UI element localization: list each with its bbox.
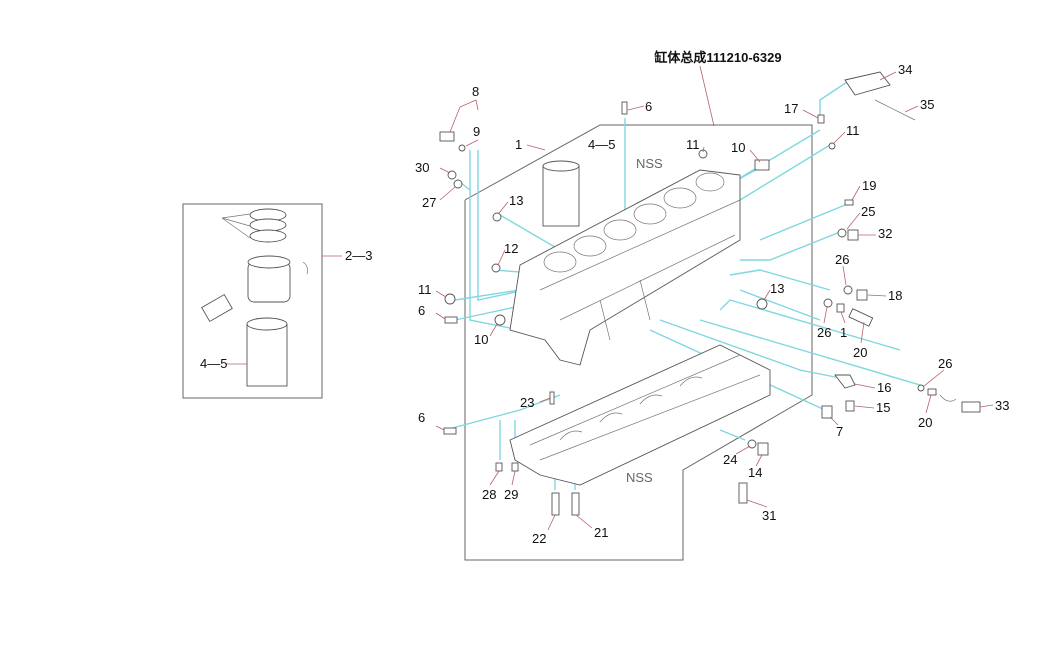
callout-16: 16 — [877, 380, 891, 395]
callout-32: 32 — [878, 226, 892, 241]
callout-label: 4—5 — [200, 356, 227, 371]
callout-label: 2—3 — [345, 248, 372, 263]
crankcase — [509, 344, 771, 486]
callout-19: 19 — [862, 178, 876, 193]
nss-label: NSS — [636, 156, 663, 171]
callout-25: 25 — [861, 204, 875, 219]
leader-lines — [435, 71, 994, 531]
callout-14: 14 — [748, 465, 762, 480]
callout-6: 6 — [418, 410, 425, 425]
cylinder-liner — [542, 165, 580, 227]
callout-4-5: 4—5 — [588, 137, 615, 152]
callout-11: 11 — [418, 282, 432, 297]
callout-30: 30 — [415, 160, 429, 175]
callout-29: 29 — [504, 487, 518, 502]
callout-12: 12 — [504, 241, 518, 256]
nss-label: NSS — [626, 470, 653, 485]
callout-10: 10 — [474, 332, 488, 347]
callout-18: 18 — [888, 288, 902, 303]
inset-frame — [182, 203, 323, 399]
callout-21: 21 — [594, 525, 608, 540]
callout-11: 11 — [686, 137, 700, 152]
callout-13: 13 — [770, 281, 784, 296]
callout-24: 24 — [723, 452, 737, 467]
callout-20: 20 — [918, 415, 932, 430]
callout-7: 7 — [836, 424, 843, 439]
callout-11: 11 — [846, 123, 860, 138]
callout-23: 23 — [520, 395, 534, 410]
assembly-title: 缸体总成111210-6329 — [653, 50, 781, 65]
piston-pin — [201, 293, 233, 323]
cylinder-liner — [246, 323, 288, 387]
callouts: 8 9 6 17 34 35 11 1 4—5 11 10 30 27 13 1… — [415, 62, 1009, 546]
assembly-boundary — [464, 124, 813, 561]
callout-35: 35 — [920, 97, 934, 112]
callout-26: 26 — [938, 356, 952, 371]
callout-8: 8 — [472, 84, 479, 99]
callout-20: 20 — [853, 345, 867, 360]
cylinder-block — [509, 160, 741, 366]
callout-6: 6 — [418, 303, 425, 318]
callout-17: 17 — [784, 101, 798, 116]
callout-15: 15 — [876, 400, 890, 415]
small-parts — [439, 71, 981, 516]
callout-1: 1 — [515, 137, 522, 152]
callout-6: 6 — [645, 99, 652, 114]
callout-33: 33 — [995, 398, 1009, 413]
title-leader — [699, 65, 715, 127]
piston-inset: 2—3 4—5 — [182, 203, 372, 399]
callout-22: 22 — [532, 531, 546, 546]
callout-26: 26 — [835, 252, 849, 267]
callout-34: 34 — [898, 62, 912, 77]
callout-1: 1 — [840, 325, 847, 340]
callout-9: 9 — [473, 124, 480, 139]
callout-31: 31 — [762, 508, 776, 523]
callout-13: 13 — [509, 193, 523, 208]
callout-28: 28 — [482, 487, 496, 502]
callout-26: 26 — [817, 325, 831, 340]
callout-27: 27 — [422, 195, 436, 210]
callout-10: 10 — [731, 140, 745, 155]
